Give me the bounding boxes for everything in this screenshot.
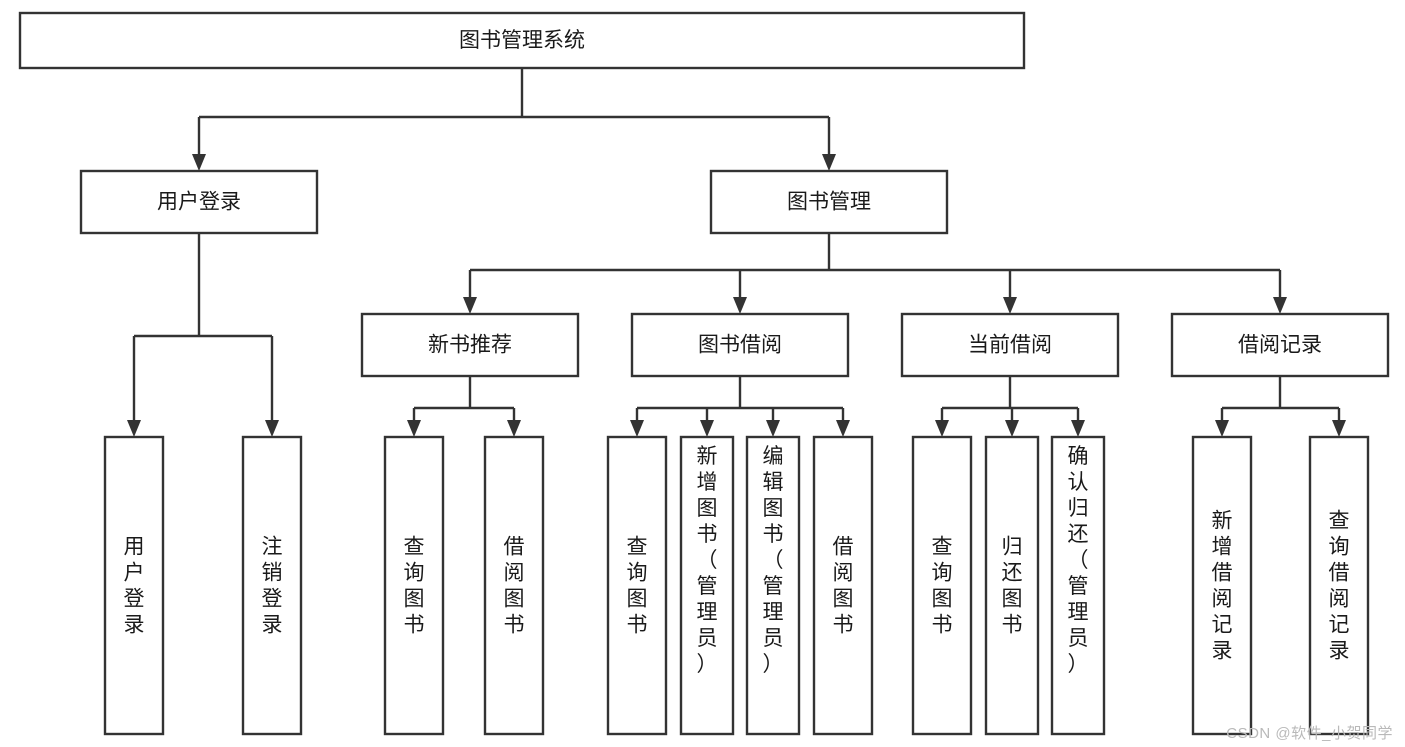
- node-box: [679, 435, 735, 736]
- node-label: 用户登录: [157, 191, 241, 214]
- node-box: [1191, 435, 1253, 736]
- node-level2-0[interactable]: 用户登录: [79, 169, 319, 235]
- node-label: 借阅图书: [504, 536, 525, 637]
- node-box: [1050, 435, 1106, 736]
- arrow-head-icon: [1273, 297, 1287, 314]
- node-label: 新增图书（管理员）: [697, 445, 718, 676]
- node-box: [812, 435, 874, 736]
- node-leaf-0[interactable]: 用户登录: [103, 435, 165, 736]
- node-box: [483, 435, 545, 736]
- arrow-head-icon: [507, 420, 521, 437]
- arrow-head-icon: [1003, 297, 1017, 314]
- node-label: 图书管理系统: [459, 29, 585, 52]
- node-label: 确认归还（管理员）: [1068, 445, 1089, 676]
- arrow-head-icon: [1005, 420, 1019, 437]
- arrow-head-icon: [1071, 420, 1085, 437]
- node-label: 查询图书: [932, 536, 953, 637]
- arrow-head-icon: [463, 297, 477, 314]
- node-label: 当前借阅: [968, 334, 1052, 357]
- arrow-head-icon: [1215, 420, 1229, 437]
- node-label: 归还图书: [1002, 536, 1023, 637]
- node-root[interactable]: 图书管理系统: [18, 11, 1026, 70]
- node-box: [984, 435, 1040, 736]
- node-box: [709, 169, 949, 235]
- node-leaf-5[interactable]: 新增图书（管理员）: [679, 435, 735, 736]
- arrow-head-icon: [265, 420, 279, 437]
- node-box: [79, 169, 319, 235]
- arrow-head-icon: [766, 420, 780, 437]
- node-label: 图书管理: [787, 191, 871, 214]
- connector-layer: [127, 68, 1346, 437]
- node-label: 查询借阅记录: [1329, 510, 1350, 663]
- node-label: 借阅图书: [833, 536, 854, 637]
- node-label: 查询图书: [404, 536, 425, 637]
- node-leaf-12[interactable]: 查询借阅记录: [1308, 435, 1370, 736]
- arrow-head-icon: [192, 154, 206, 171]
- node-label: 借阅记录: [1238, 334, 1322, 357]
- node-leaf-6[interactable]: 编辑图书（管理员）: [745, 435, 801, 736]
- node-box: [745, 435, 801, 736]
- node-box: [383, 435, 445, 736]
- node-box: [18, 11, 1026, 70]
- node-leaf-2[interactable]: 查询图书: [383, 435, 445, 736]
- arrow-head-icon: [822, 154, 836, 171]
- arrow-head-icon: [700, 420, 714, 437]
- csdn-watermark: CSDN @软件_小贺同学: [1226, 725, 1393, 742]
- node-box: [360, 312, 580, 378]
- arrow-head-icon: [407, 420, 421, 437]
- node-leaf-1[interactable]: 注销登录: [241, 435, 303, 736]
- node-layer: 图书管理系统用户登录图书管理新书推荐图书借阅当前借阅借阅记录用户登录注销登录查询…: [18, 11, 1390, 736]
- node-level3-3[interactable]: 借阅记录: [1170, 312, 1390, 378]
- arrow-head-icon: [935, 420, 949, 437]
- node-leaf-7[interactable]: 借阅图书: [812, 435, 874, 736]
- node-level3-0[interactable]: 新书推荐: [360, 312, 580, 378]
- node-box: [241, 435, 303, 736]
- node-box: [900, 312, 1120, 378]
- arrow-head-icon: [733, 297, 747, 314]
- node-leaf-10[interactable]: 确认归还（管理员）: [1050, 435, 1106, 736]
- node-leaf-4[interactable]: 查询图书: [606, 435, 668, 736]
- node-level2-1[interactable]: 图书管理: [709, 169, 949, 235]
- arrow-head-icon: [836, 420, 850, 437]
- node-label: 新增借阅记录: [1212, 510, 1233, 663]
- node-label: 编辑图书（管理员）: [763, 445, 784, 676]
- node-label: 用户登录: [124, 536, 145, 637]
- node-label: 图书借阅: [698, 334, 782, 357]
- node-label: 新书推荐: [428, 334, 512, 357]
- arrow-head-icon: [1332, 420, 1346, 437]
- node-box: [1308, 435, 1370, 736]
- node-box: [606, 435, 668, 736]
- node-box: [1170, 312, 1390, 378]
- node-leaf-11[interactable]: 新增借阅记录: [1191, 435, 1253, 736]
- node-box: [911, 435, 973, 736]
- node-level3-1[interactable]: 图书借阅: [630, 312, 850, 378]
- arrow-head-icon: [630, 420, 644, 437]
- node-label: 注销登录: [262, 536, 283, 637]
- arrow-head-icon: [127, 420, 141, 437]
- node-leaf-3[interactable]: 借阅图书: [483, 435, 545, 736]
- node-leaf-8[interactable]: 查询图书: [911, 435, 973, 736]
- node-box: [103, 435, 165, 736]
- node-leaf-9[interactable]: 归还图书: [984, 435, 1040, 736]
- node-box: [630, 312, 850, 378]
- node-label: 查询图书: [627, 536, 648, 637]
- node-level3-2[interactable]: 当前借阅: [900, 312, 1120, 378]
